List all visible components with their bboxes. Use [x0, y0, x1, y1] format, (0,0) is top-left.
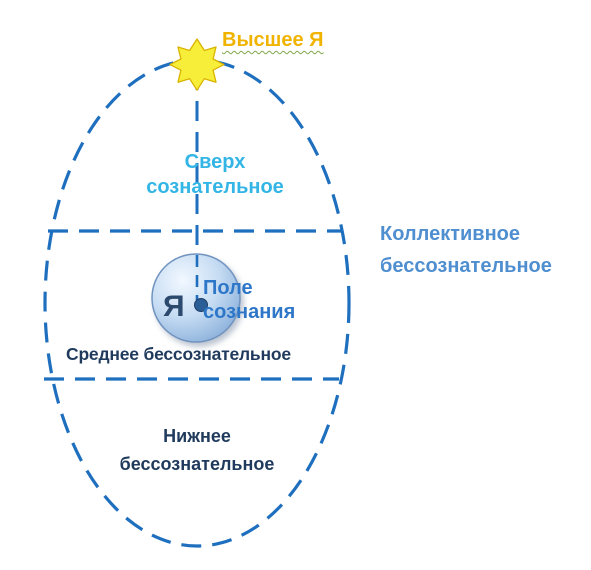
field-line-2: сознания — [203, 301, 296, 323]
field-of-consciousness-label: Поле сознания — [203, 276, 295, 324]
point-icon — [194, 298, 208, 312]
superconscious-line-1: Сверх — [184, 151, 246, 173]
lower-line-1: Нижнее — [163, 426, 231, 446]
field-line-1: Поле — [203, 277, 253, 299]
lower-line-2: бессознательное — [119, 454, 275, 474]
collective-line-1: Коллективное — [380, 223, 521, 245]
superconscious-line-2: сознательное — [146, 176, 284, 198]
self-label: Я — [163, 290, 185, 323]
superconscious-label: Сверх сознательное — [130, 150, 300, 200]
middle-unconscious-label: Среднее бессознательное — [66, 344, 291, 364]
collective-line-2: бессознательное — [380, 255, 552, 277]
lower-unconscious-label: Нижнее бессознательное — [92, 422, 302, 478]
collective-unconscious-label: Коллективное бессознательное — [380, 218, 552, 282]
star-icon — [169, 38, 225, 91]
higher-self-label: Высшее Я — [222, 29, 324, 51]
